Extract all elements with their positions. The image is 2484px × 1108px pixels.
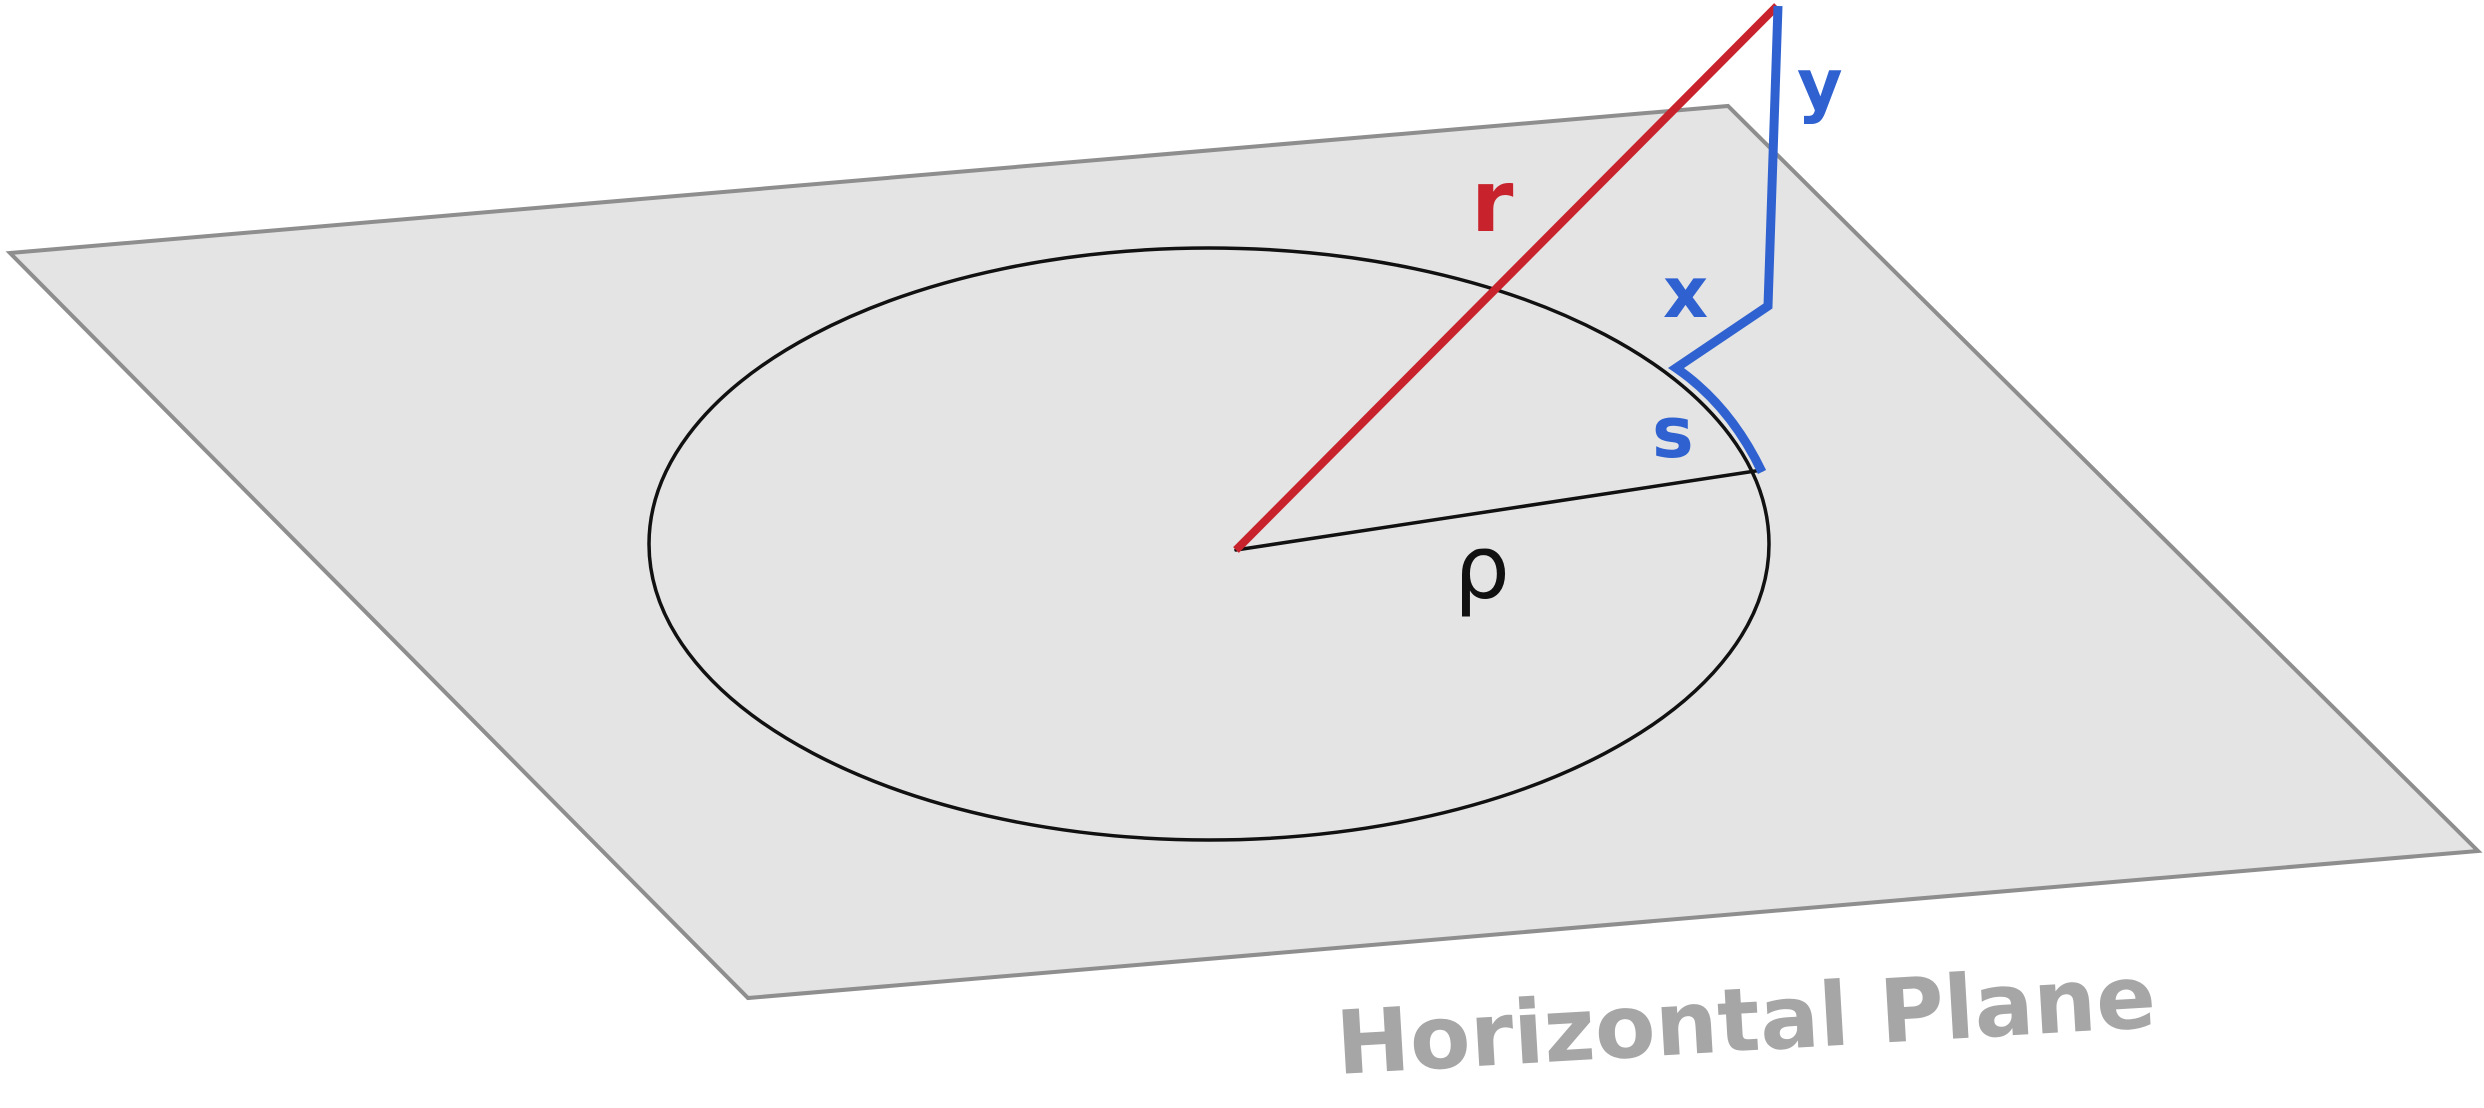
horizontal-plane (5, 103, 2483, 1001)
label-r: r (1471, 152, 1514, 252)
s-x-y-path (1667, 5, 1783, 474)
rho-line (1234, 468, 1764, 552)
r-line (1233, 3, 1780, 553)
label-rho: ρ (1454, 516, 1510, 619)
label-x: x (1663, 252, 1708, 334)
plane-label: Horizontal Plane (1333, 945, 2158, 1095)
label-y: y (1797, 44, 1843, 126)
label-s: s (1652, 392, 1694, 474)
circle (647, 246, 1771, 842)
